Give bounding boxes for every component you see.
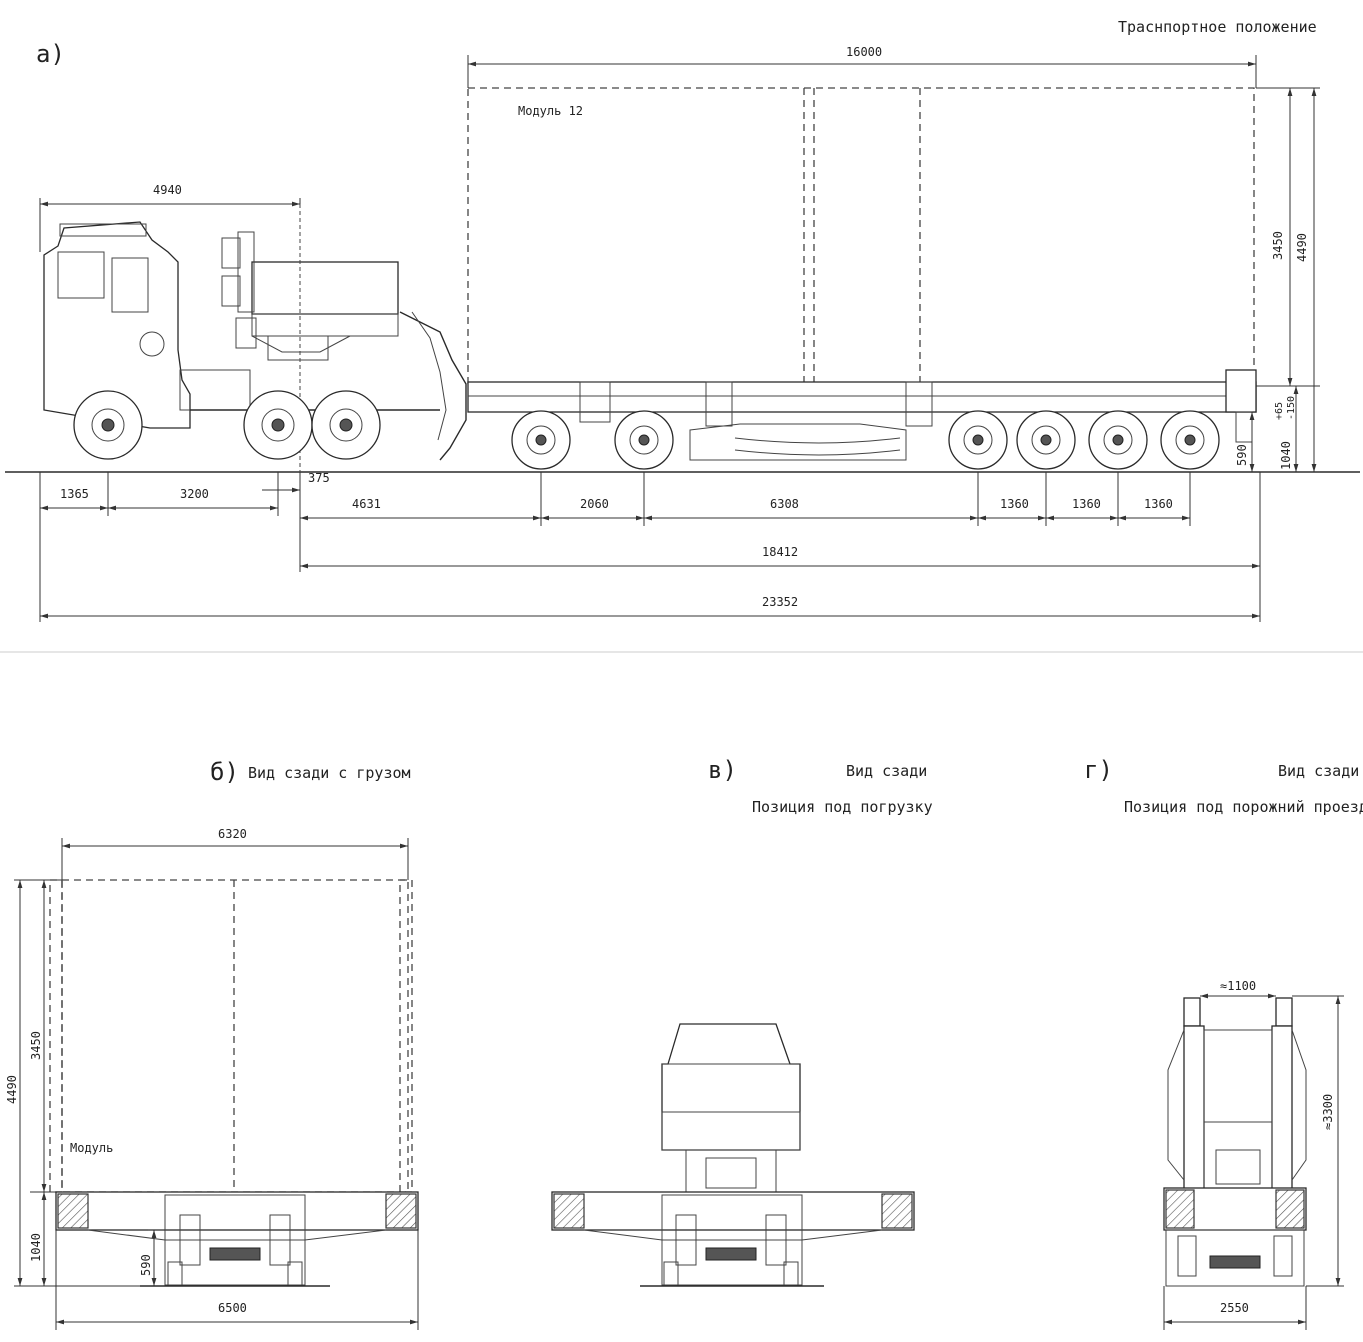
trailer-wheel-5 <box>1088 410 1148 470</box>
view-g-title-1: Вид сзади <box>1278 762 1359 780</box>
dim-module-height: 3450 <box>1271 231 1285 260</box>
trailer-rear-post <box>1225 369 1257 413</box>
trailer-deck <box>467 381 1257 413</box>
view-b-rear-loaded: б) Вид сзади с грузом Модуль 6320 4490 <box>5 758 419 1330</box>
dim-axle-gap-3: 1360 <box>1000 497 1029 511</box>
trailer-wheel-4 <box>1016 410 1076 470</box>
dim-axle-gap-4: 1360 <box>1072 497 1101 511</box>
view-a-title: Траснпортное положение <box>1118 18 1317 36</box>
view-g-title-2: Позиция под порожний проезд <box>1124 798 1363 816</box>
cab-door <box>111 257 149 313</box>
dim-axle-gap-2: 6308 <box>770 497 799 511</box>
cab-window <box>57 251 105 299</box>
dim-deck-plus: +65 <box>1274 402 1285 420</box>
dim-front-overhang: 1365 <box>60 487 89 501</box>
dim-trailer-length: 18412 <box>762 545 798 559</box>
view-a-dimensions: 16000 4940 3450 4490 1040 +65 -150 590 <box>39 45 1320 622</box>
trailer-underframe <box>689 423 907 461</box>
view-b-title: Вид сзади с грузом <box>248 764 411 782</box>
module-12-label: Модуль 12 <box>518 104 583 118</box>
tractor-wheel-front <box>73 390 143 460</box>
tractor-cab <box>43 221 191 429</box>
gooseneck <box>399 311 467 461</box>
dim-g-height: ≈3300 <box>1321 1094 1335 1130</box>
trailer <box>399 311 1257 461</box>
dim-deck-minus: -150 <box>1286 396 1297 420</box>
crane-post <box>237 231 255 313</box>
tractor-wheel-rear-1 <box>243 390 313 460</box>
dim-total-height: 4490 <box>1295 233 1309 262</box>
dim-ground-clearance: 590 <box>1235 444 1249 466</box>
dim-overall-length: 23352 <box>762 595 798 609</box>
trailer-wheel-6 <box>1160 410 1220 470</box>
view-g-crane <box>1167 997 1307 1193</box>
trailer-wheels <box>511 410 1220 470</box>
dim-b-deck-height: 1040 <box>29 1233 43 1262</box>
dim-fifth-wheel-offset: 375 <box>308 471 330 485</box>
view-g-trailer <box>1163 1187 1307 1287</box>
module-rear-outline <box>61 879 409 1193</box>
view-v-title-1: Вид сзади <box>846 762 927 780</box>
dim-kingpin-to-axle: 4631 <box>352 497 381 511</box>
view-v-letter: в) <box>708 756 737 784</box>
view-g-rear-empty: г) Вид сзади Позиция под порожний проезд… <box>1084 756 1363 1330</box>
view-g-letter: г) <box>1084 756 1113 784</box>
view-v-title-2: Позиция под погрузку <box>752 798 933 816</box>
dim-g-width: 2550 <box>1220 1301 1249 1315</box>
dim-b-module-width: 6320 <box>218 827 247 841</box>
dim-tractor-wheelbase: 3200 <box>180 487 209 501</box>
dim-module-length: 16000 <box>846 45 882 59</box>
tractor <box>43 204 440 472</box>
view-a-side: а) Траснпортное положение Модуль 12 <box>5 18 1360 622</box>
dim-b-total-height: 4490 <box>5 1075 19 1104</box>
dim-b-deck-width: 6500 <box>218 1301 247 1315</box>
view-v-crane-box <box>661 1023 801 1195</box>
view-a-letter: а) <box>36 40 65 68</box>
dim-tractor-length: 4940 <box>153 183 182 197</box>
view-b-trailer <box>55 1191 419 1287</box>
view-b-letter: б) <box>210 758 239 786</box>
tractor-load-box <box>251 261 399 315</box>
dim-axle-gap-5: 1360 <box>1144 497 1173 511</box>
dim-b-module-height: 3450 <box>29 1031 43 1060</box>
trailer-wheel-3 <box>948 410 1008 470</box>
tractor-wheel-rear-2 <box>311 390 381 460</box>
dim-b-ground-clearance: 590 <box>139 1254 153 1276</box>
view-v-rear-loading: в) Вид сзади Позиция под погрузку <box>551 756 933 1287</box>
view-v-trailer <box>551 1191 915 1287</box>
view-b-axle-assembly <box>164 1194 306 1286</box>
dim-axle-gap-1: 2060 <box>580 497 609 511</box>
dim-deck-height: 1040 <box>1279 441 1293 470</box>
view-b-module-label: Модуль <box>70 1141 113 1155</box>
trailer-wheel-2 <box>614 410 674 470</box>
trailer-wheel-1 <box>511 410 571 470</box>
module-12-outline: Модуль 12 <box>467 87 1255 387</box>
dim-g-gap-width: ≈1100 <box>1220 979 1256 993</box>
